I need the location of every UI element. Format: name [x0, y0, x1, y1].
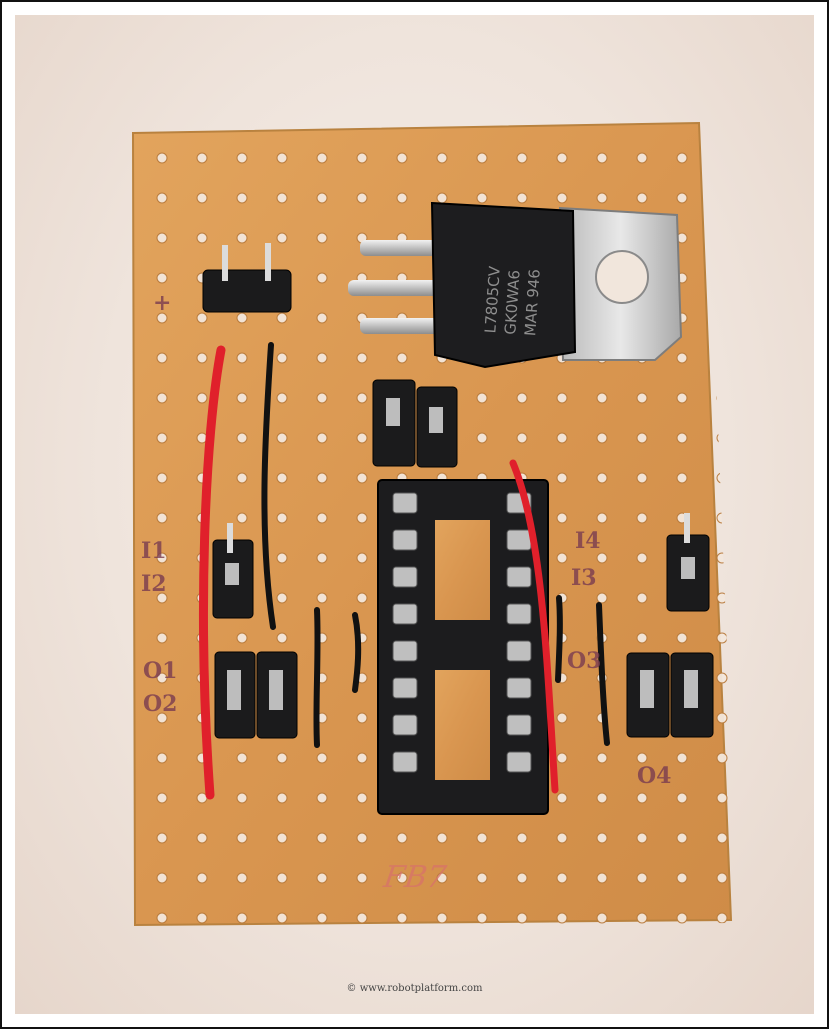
jumper-wires	[199, 342, 610, 800]
ic-socket	[377, 479, 549, 815]
red-wire-left	[199, 345, 226, 800]
silkscreen-o4: O4	[637, 763, 672, 789]
black-wire	[261, 342, 276, 630]
silkscreen-i4: I4	[575, 528, 601, 554]
jumper-header	[372, 379, 458, 468]
pcb-photo: L7805CV GK0WA6 MAR 946	[15, 15, 814, 1014]
silkscreen-o3: O3	[567, 648, 602, 674]
regulator-leg	[360, 318, 440, 334]
regulator-text-line: GK0WA6	[501, 269, 523, 335]
input-header-right	[666, 513, 710, 612]
silkscreen-i2: I2	[141, 571, 167, 597]
black-wire	[555, 595, 563, 683]
black-wire	[596, 602, 610, 746]
silkscreen-o1: O1	[143, 658, 178, 684]
regulator-text-line: L7805CV	[481, 265, 504, 334]
regulator-leg	[348, 280, 440, 296]
pcb-illustration: L7805CV GK0WA6 MAR 946	[131, 121, 738, 928]
black-wire	[352, 612, 362, 693]
output-header-right	[626, 652, 714, 738]
silkscreen-plus: +	[153, 290, 172, 316]
black-wire	[313, 607, 321, 748]
regulator-leg	[360, 240, 440, 256]
power-pin-header	[202, 243, 292, 313]
board-marking: FB7	[381, 860, 449, 895]
silkscreen-i1: I1	[141, 538, 167, 564]
red-wire-right	[509, 459, 559, 794]
voltage-regulator: L7805CV GK0WA6 MAR 946	[348, 201, 683, 369]
silkscreen-i3: I3	[571, 565, 597, 591]
photo-credit: © www.robotplatform.com	[346, 983, 483, 994]
silkscreen-o2: O2	[143, 691, 178, 717]
input-header-left	[212, 523, 254, 619]
output-header-left	[214, 651, 298, 739]
regulator-text-line: MAR 946	[521, 269, 544, 337]
